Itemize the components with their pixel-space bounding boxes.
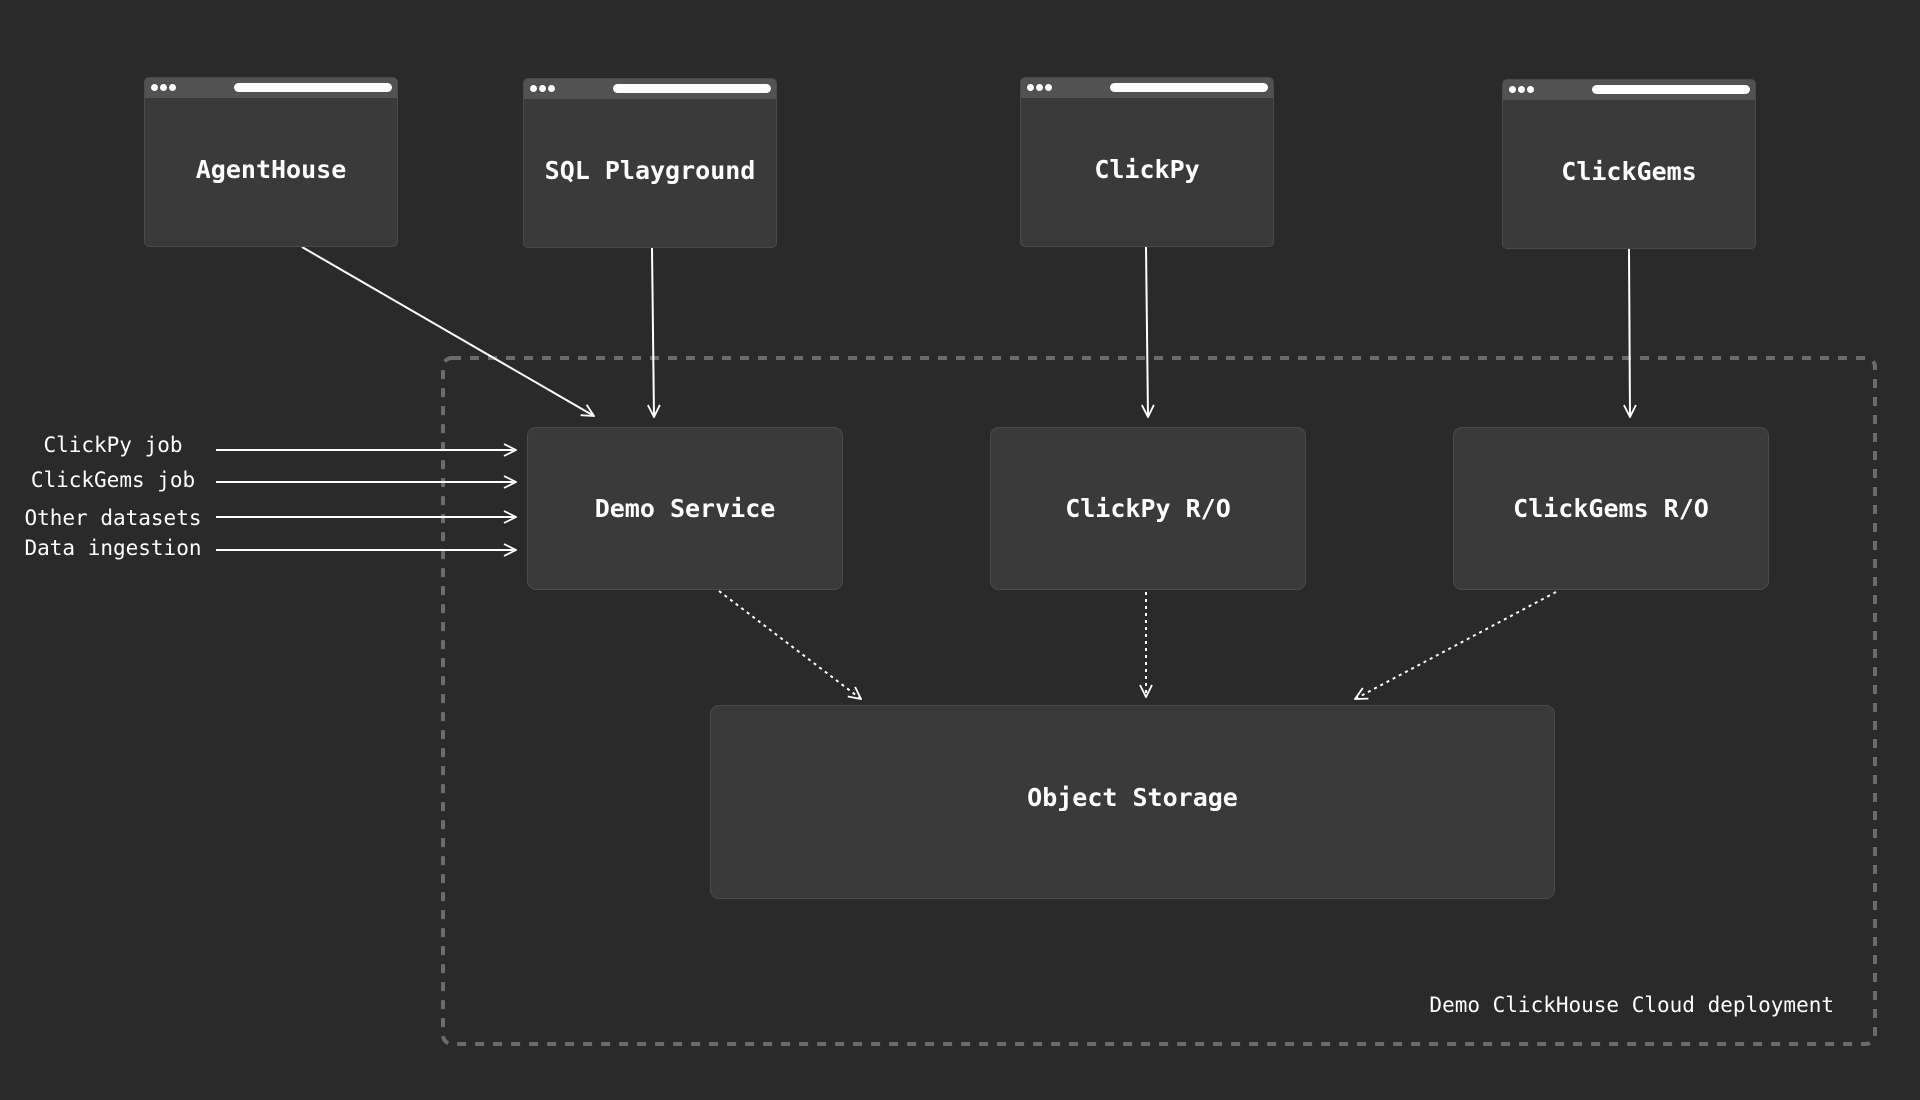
app-window-clickpy: ClickPy [1020,77,1274,247]
clickpy-ro-node: ClickPy R/O [990,427,1306,590]
edge-sql-playground-to-demo-service [652,247,654,417]
window-titlebar [1503,80,1755,100]
clickgems-ro-node: ClickGems R/O [1453,427,1769,590]
window-dots-icon [1027,84,1054,91]
window-titlebar [524,79,776,99]
input-label-data-ingestion: Data ingestion [24,536,202,560]
object-storage-node: Object Storage [710,705,1555,899]
address-bar [234,83,392,92]
app-label: SQL Playground [544,155,756,185]
edge-demo-service-to-object-storage [718,590,861,699]
app-label: ClickGems [1561,156,1697,186]
edge-clickpy-to-clickpy-ro [1146,246,1148,417]
edge-clickgems-to-clickgems-ro [1629,248,1630,417]
app-window-clickgems: ClickGems [1502,79,1756,249]
app-label: ClickPy [1094,154,1200,184]
address-bar [1592,85,1750,94]
address-bar [613,84,771,93]
input-label-other-datasets: Other datasets [24,506,202,530]
window-titlebar [1021,78,1273,98]
address-bar [1110,83,1268,92]
window-titlebar [145,78,397,98]
demo-service-node: Demo Service [527,427,843,590]
app-window-agenthouse: AgentHouse [144,77,398,247]
window-dots-icon [1509,86,1536,93]
input-label-clickgems-job: ClickGems job [30,468,196,492]
deployment-label: Demo ClickHouse Cloud deployment [1429,993,1834,1017]
app-label: AgentHouse [195,154,347,184]
edge-clickgems-ro-to-object-storage [1355,591,1557,699]
edge-agenthouse-to-demo-service [301,246,594,416]
input-label-clickpy-job: ClickPy job [43,433,183,457]
window-dots-icon [530,85,557,92]
app-window-sql-playground: SQL Playground [523,78,777,248]
window-dots-icon [151,84,178,91]
